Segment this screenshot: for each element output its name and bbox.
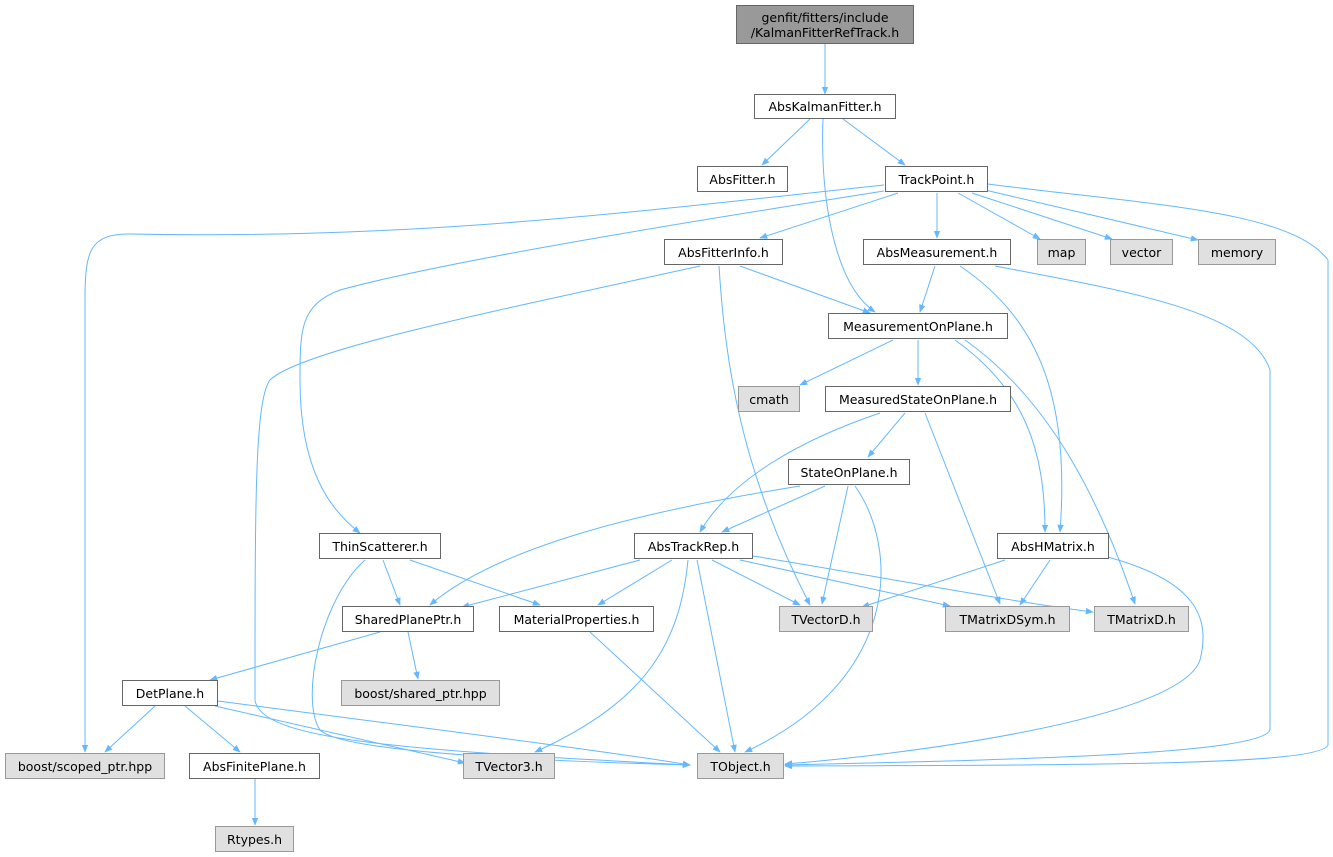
- root-file-path-line2: /KalmanFitterRefTrack.h: [750, 24, 900, 40]
- node-absfiniteplane[interactable]: AbsFinitePlane.h: [189, 753, 320, 779]
- edge-thinscatterer-materialproperties: [409, 559, 541, 606]
- edge-materialproperties-tobject: [589, 631, 721, 753]
- node-measuredstateonplane[interactable]: MeasuredStateOnPlane.h: [825, 386, 1011, 412]
- edge-abstrackrep-tmatrixd: [752, 555, 1094, 615]
- node-absfitter[interactable]: AbsFitter.h: [697, 166, 788, 192]
- node-tvectord[interactable]: TVectorD.h: [779, 606, 873, 632]
- root-file-path-line1: genfit/fitters/include: [761, 9, 889, 25]
- edge-trackpoint-map: [957, 192, 1041, 240]
- edge-abstrackrep-tvector3: [534, 559, 689, 753]
- edge-stateonplane-tobject: [744, 485, 882, 753]
- node-sharedplaneptr[interactable]: SharedPlanePtr.h: [342, 606, 474, 632]
- edge-abskalmanfitter-trackpoint: [842, 118, 906, 166]
- edge-absfitterinfo-measurementonplane: [739, 265, 871, 314]
- node-absfitterinfo[interactable]: AbsFitterInfo.h: [664, 239, 783, 265]
- edge-measuredstateonplane-stateonplane: [867, 412, 906, 458]
- edge-measuredstateonplane-tmatrixdsym: [924, 412, 1001, 605]
- edge-abstrackrep-materialproperties: [597, 559, 673, 606]
- node-memory[interactable]: memory: [1198, 239, 1276, 265]
- edge-stateonplane-sharedplaneptr: [429, 485, 801, 606]
- node-absmeasurement[interactable]: AbsMeasurement.h: [863, 239, 1011, 265]
- edge-measuredstateonplane-abstrackrep: [699, 412, 881, 533]
- edge-abstrackrep-tobject: [696, 559, 737, 753]
- edge-abstrackrep-sharedplaneptr: [461, 559, 641, 609]
- edge-sharedplaneptr-boostsharedptr: [407, 631, 420, 680]
- root-file-node: genfit/fitters/include /KalmanFitterRefT…: [736, 5, 914, 44]
- edge-absfitterinfo-tvectord: [718, 265, 811, 606]
- edge-trackpoint-boostscopedptr: [81, 184, 885, 753]
- node-tobject[interactable]: TObject.h: [697, 753, 784, 779]
- edge-abshmatrix-tmatrixdsym: [1019, 559, 1051, 606]
- edge-thinscatterer-tobject: [311, 559, 691, 769]
- edge-stateonplane-abstrackrep: [721, 485, 826, 533]
- node-abstrackrep[interactable]: AbsTrackRep.h: [634, 533, 753, 559]
- node-tmatrixdsym[interactable]: TMatrixDSym.h: [945, 606, 1070, 632]
- node-measurementonplane[interactable]: MeasurementOnPlane.h: [828, 313, 1008, 339]
- edge-abshmatrix-tvectord: [861, 559, 1006, 608]
- edge-absmeasurement-tobject: [784, 265, 1271, 769]
- edge-abstrackrep-tmatrixdsym: [739, 559, 951, 608]
- edge-absmeasurement-abshmatrix: [959, 265, 1064, 533]
- edge-detplane-absfiniteplane: [184, 705, 241, 753]
- node-abskalmanfitter[interactable]: AbsKalmanFitter.h: [754, 94, 896, 119]
- node-tvector3[interactable]: TVector3.h: [463, 753, 555, 779]
- node-cmath[interactable]: cmath: [738, 386, 800, 412]
- edge-detplane-tvector3: [214, 705, 466, 765]
- node-thinscatterer[interactable]: ThinScatterer.h: [319, 533, 441, 559]
- edge-trackpoint-tobject: [784, 183, 1329, 770]
- edge-abskalmanfitter-measurementonplane: [822, 118, 876, 313]
- edge-trackpoint-memory: [984, 189, 1199, 242]
- edge-stateonplane-tvectord: [820, 485, 849, 605]
- node-vector[interactable]: vector: [1110, 239, 1173, 265]
- node-rtypes[interactable]: Rtypes.h: [215, 826, 294, 852]
- node-map[interactable]: map: [1037, 239, 1086, 265]
- edge-trackpoint-thinscatterer: [299, 190, 885, 534]
- edge-measurementonplane-tmatrixd: [964, 339, 1136, 605]
- edge-absmeasurement-measurementonplane: [919, 265, 936, 313]
- node-boostsharedptr[interactable]: boost/shared_ptr.hpp: [341, 680, 500, 706]
- edge-abstrackrep-tvectord: [711, 559, 801, 606]
- edge-measurementonplane-abshmatrix: [954, 339, 1049, 533]
- node-trackpoint[interactable]: TrackPoint.h: [885, 166, 988, 192]
- node-detplane[interactable]: DetPlane.h: [122, 680, 218, 706]
- edge-abskalmanfitter-absfitter: [761, 118, 811, 166]
- edge-trackpoint-absfitterinfo: [759, 192, 899, 239]
- edge-measurementonplane-cmath: [799, 339, 894, 386]
- node-stateonplane[interactable]: StateOnPlane.h: [788, 459, 910, 485]
- edge-detplane-tobject: [217, 700, 691, 767]
- node-materialproperties[interactable]: MaterialProperties.h: [499, 606, 654, 632]
- edge-sharedplaneptr-detplane: [209, 631, 381, 682]
- edge-abshmatrix-tobject: [784, 554, 1204, 767]
- node-tmatrixd[interactable]: TMatrixD.h: [1094, 606, 1189, 632]
- edge-trackpoint-vector: [971, 192, 1113, 240]
- node-boostscopedptr[interactable]: boost/scoped_ptr.hpp: [5, 753, 165, 779]
- edge-detplane-boostscopedptr: [104, 705, 156, 753]
- node-abshmatrix[interactable]: AbsHMatrix.h: [997, 533, 1109, 559]
- edge-thinscatterer-sharedplaneptr: [382, 559, 401, 606]
